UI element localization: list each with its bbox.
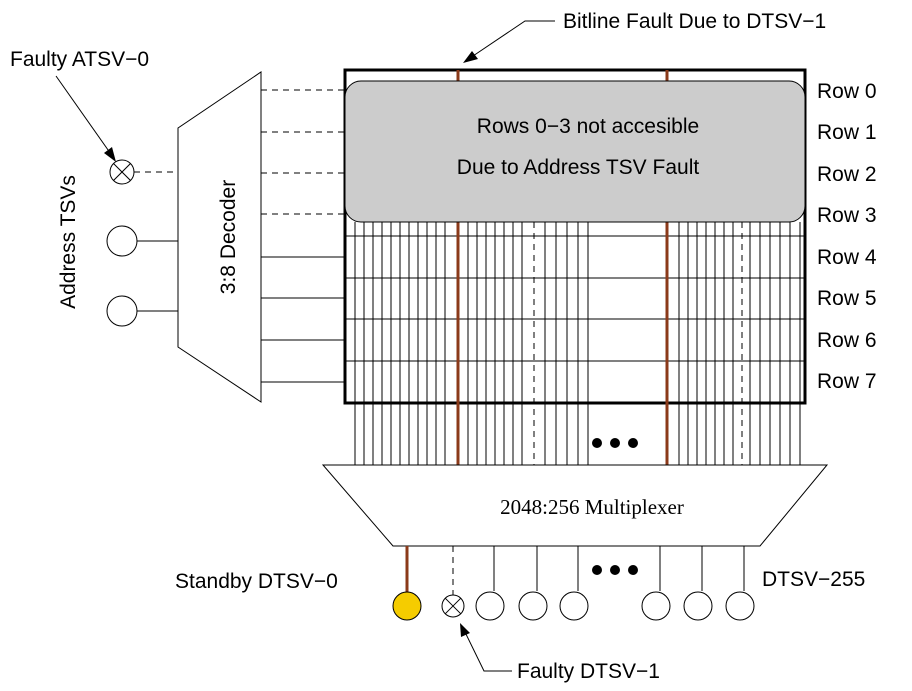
memory-array <box>343 68 807 405</box>
bitline-fault-leader <box>469 20 555 59</box>
row-label-6: Row 6 <box>817 329 877 352</box>
faulty-dtsv-1 <box>441 594 465 618</box>
bitline-columns <box>354 222 801 465</box>
decoder-outputs-solid <box>261 256 345 383</box>
multiplexer-block <box>321 464 829 547</box>
faulty-dtsv-arrowhead <box>460 623 470 637</box>
row-label-1: Row 1 <box>817 121 877 144</box>
row-label-4: Row 4 <box>817 246 877 269</box>
faulty-atsv-arrowhead <box>104 147 116 162</box>
dtsv-ellipsis <box>592 565 638 575</box>
faulty-atsv-arrow <box>55 75 114 158</box>
row-label-0: Row 0 <box>817 80 877 103</box>
row-label-2: Row 2 <box>817 163 877 186</box>
dtsv-circle <box>518 591 548 621</box>
dtsv-circle <box>725 591 755 621</box>
dtsv-group <box>475 546 755 621</box>
bitline-fault-arrowhead <box>463 51 478 63</box>
decoder-label: 3:8 Decoder <box>217 180 240 294</box>
dtsv-circle <box>475 591 505 621</box>
address-tsv-2 <box>106 295 138 327</box>
overlay-text-line1: Rows 0−3 not accesible <box>477 115 699 138</box>
address-tsvs-label: Address TSVs <box>57 175 80 309</box>
multiplexer-label: 2048:256 Multiplexer <box>500 495 684 519</box>
row-label-5: Row 5 <box>817 287 877 310</box>
row-labels: Row 0 Row 1 Row 2 Row 3 Row 4 Row 5 Row 6 Row 7 <box>817 80 877 393</box>
faulty-atsv-0 <box>109 159 135 185</box>
row-label-3: Row 3 <box>817 204 877 227</box>
array-ellipsis <box>592 438 638 448</box>
dtsv255-label: DTSV−255 <box>762 568 865 591</box>
address-tsv-1 <box>106 225 138 257</box>
faulty-dtsv-label: Faulty DTSV−1 <box>517 660 660 683</box>
decoder-outputs-dashed <box>261 89 345 215</box>
dtsv-circle <box>641 591 671 621</box>
bitline-fault-label: Bitline Fault Due to DTSV−1 <box>563 10 826 33</box>
decoder-block <box>177 71 262 403</box>
faulty-dtsv-leader <box>463 629 512 672</box>
standby-dtsv-0 <box>392 591 422 621</box>
inaccessible-rows-overlay <box>344 80 806 223</box>
faulty-atsv-label: Faulty ATSV−0 <box>10 48 149 71</box>
standby-dtsv-label: Standby DTSV−0 <box>175 570 338 593</box>
dtsv-circle <box>559 591 589 621</box>
row-label-7: Row 7 <box>817 370 877 393</box>
wordlines <box>345 235 805 362</box>
overlay-text-line2: Due to Address TSV Fault <box>457 156 700 179</box>
dtsv-circle <box>683 591 713 621</box>
dashed-bitline-columns <box>533 222 743 465</box>
